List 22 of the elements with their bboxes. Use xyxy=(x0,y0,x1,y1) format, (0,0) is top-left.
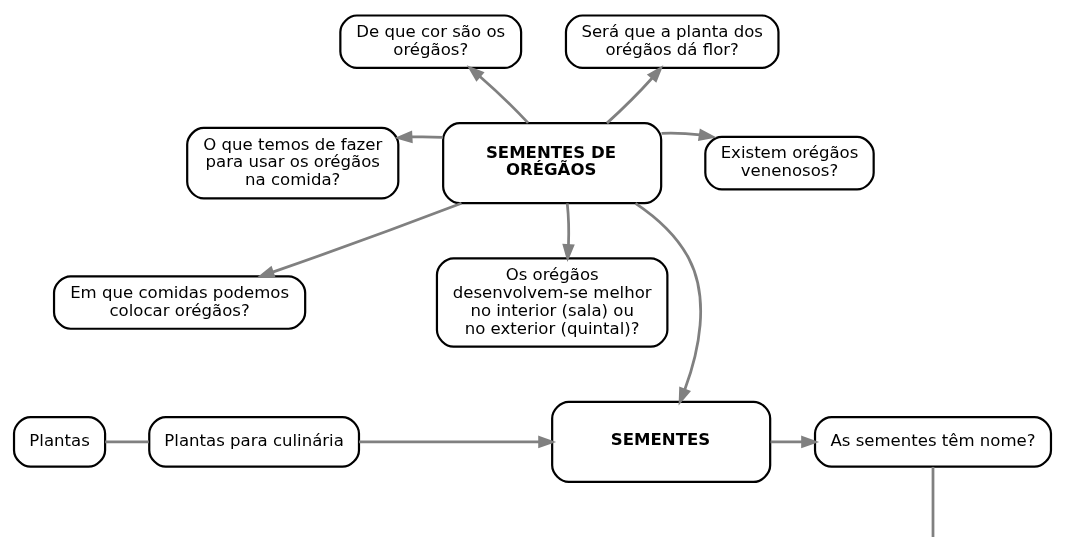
connector xyxy=(105,440,149,444)
node-box: SEMENTES DE ORÉGÃOS xyxy=(442,122,663,205)
connector xyxy=(931,466,935,537)
arrow xyxy=(634,202,702,406)
node-box: Plantas xyxy=(12,415,107,468)
node-box: Será que a planta dos orégãos dá flor? xyxy=(564,14,780,70)
arrow xyxy=(661,128,717,141)
node-box: SEMENTES xyxy=(551,400,772,483)
node-box: O que temos de fazer para usar os orégãos na comida? xyxy=(186,126,400,200)
node-box: Plantas para culinária xyxy=(148,415,361,468)
node-box: Os orégãos desenvolvem-se melhor no interior (sala) ou no exterior (quintal)? xyxy=(435,257,669,348)
arrow xyxy=(606,65,664,125)
arrow xyxy=(359,435,557,449)
arrow xyxy=(256,202,462,278)
node-box: Existem orégãos venenosos? xyxy=(704,135,875,191)
arrow xyxy=(394,130,444,144)
arrow xyxy=(770,435,820,449)
arrow xyxy=(466,65,530,124)
arrow xyxy=(562,203,575,263)
node-box: Em que comidas podemos colocar orégãos? xyxy=(52,275,307,330)
node-box: As sementes têm nome? xyxy=(813,415,1053,468)
node-box: De que cor são os orégãos? xyxy=(339,14,523,70)
